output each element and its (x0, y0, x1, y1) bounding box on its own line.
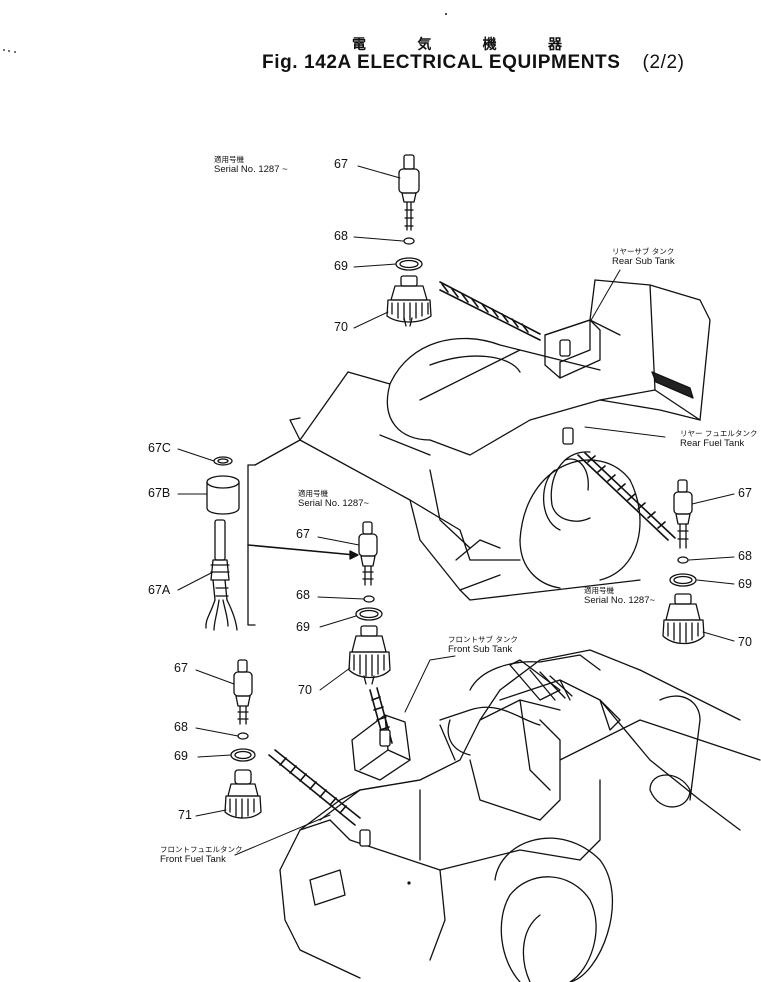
note-en: Serial No. 1287~ (298, 497, 370, 509)
callout-68-top: 68 (334, 229, 348, 243)
sensor-assembly-left (205, 456, 240, 631)
hose-lines (268, 281, 676, 826)
serial-bracket (247, 464, 359, 626)
note-rear-fuel-tank: リヤー フュエルタンク Rear Fuel Tank (680, 429, 758, 450)
rear-fuel-tank-ring (550, 451, 591, 522)
note-front-fuel-tank: フロントフュエルタンク Front Fuel Tank (160, 845, 243, 866)
rear-fender-strip (651, 371, 694, 399)
note-jp: リヤーサブ タンク (612, 247, 675, 256)
note-leaders (234, 269, 666, 856)
note-rear-sub-tank: リヤーサブ タンク Rear Sub Tank (612, 247, 675, 268)
specks (3, 13, 447, 885)
front-sub-tank-box (351, 714, 411, 781)
note-en: Front Sub Tank (448, 643, 513, 655)
leaders-top (353, 165, 404, 329)
figure-title: Fig. 142A ELECTRICAL EQUIPMENTS (2/2) (262, 52, 685, 74)
note-jp: フロントフュエルタンク (160, 845, 243, 854)
rear-sub-tank-box (544, 319, 601, 379)
callout-68-mid: 68 (296, 588, 310, 602)
note-en: Serial No. 1287 ~ (214, 163, 288, 175)
installed-sensors (359, 339, 574, 847)
note-serial-top: 適用号機 Serial No. 1287 ~ (214, 155, 288, 176)
sensor-assembly-right (662, 479, 705, 645)
callout-67-top: 67 (334, 157, 348, 171)
sensor-assembly-low (224, 659, 262, 819)
callout-67-low: 67 (174, 661, 188, 675)
callout-71-low: 71 (178, 808, 192, 822)
callout-67a: 67A (148, 583, 171, 597)
callout-68-low: 68 (174, 720, 188, 734)
note-jp: フロントサブ タンク (448, 635, 518, 644)
sheet-number: (2/2) (642, 52, 685, 73)
note-jp: 適用号機 (584, 586, 614, 595)
leaders-left (177, 448, 215, 591)
note-jp: 適用号機 (298, 489, 328, 498)
loader-arm (439, 654, 621, 791)
front-tire (494, 837, 614, 982)
title-jp-char: 気 (417, 37, 432, 53)
callout-67c: 67C (148, 441, 171, 455)
front-fuel-tank-outline (319, 779, 421, 821)
note-en: Rear Fuel Tank (680, 437, 745, 449)
sensor-assembly-mid (348, 521, 391, 685)
note-serial-mid: 適用号機 Serial No. 1287~ (298, 489, 370, 510)
sensor-assembly-top (386, 154, 432, 327)
note-en: Front Fuel Tank (160, 853, 226, 865)
title-jp-char: 器 (547, 37, 562, 53)
title-japanese: 電 気 機 器 (352, 34, 562, 54)
leaders-right (688, 493, 735, 642)
note-jp: 適用号機 (214, 155, 244, 164)
callout-69-top: 69 (334, 259, 348, 273)
title-jp-char: 機 (482, 37, 497, 53)
note-front-sub-tank: フロントサブ タンク Front Sub Tank (448, 635, 518, 656)
figure-title-text: Fig. 142A ELECTRICAL EQUIPMENTS (262, 52, 621, 73)
callout-67-mid: 67 (296, 527, 310, 541)
callout-70-mid: 70 (298, 683, 312, 697)
callout-70-right: 70 (738, 635, 752, 649)
note-en: Rear Sub Tank (612, 255, 675, 267)
callout-69-right: 69 (738, 577, 752, 591)
leaders-mid (317, 536, 365, 691)
note-jp: リヤー フュエルタンク (680, 429, 758, 438)
leaders-low (195, 669, 239, 817)
callout-69-mid: 69 (296, 620, 310, 634)
callout-68-right: 68 (738, 549, 752, 563)
callout-69-low: 69 (174, 749, 188, 763)
front-body-outline (279, 649, 761, 979)
note-serial-right: 適用号機 Serial No. 1287~ (584, 586, 656, 607)
callout-70-top: 70 (334, 320, 348, 334)
callout-67b: 67B (148, 486, 171, 500)
callout-67-right: 67 (738, 486, 752, 500)
note-en: Serial No. 1287~ (584, 594, 656, 606)
title-jp-char: 電 (352, 37, 366, 53)
